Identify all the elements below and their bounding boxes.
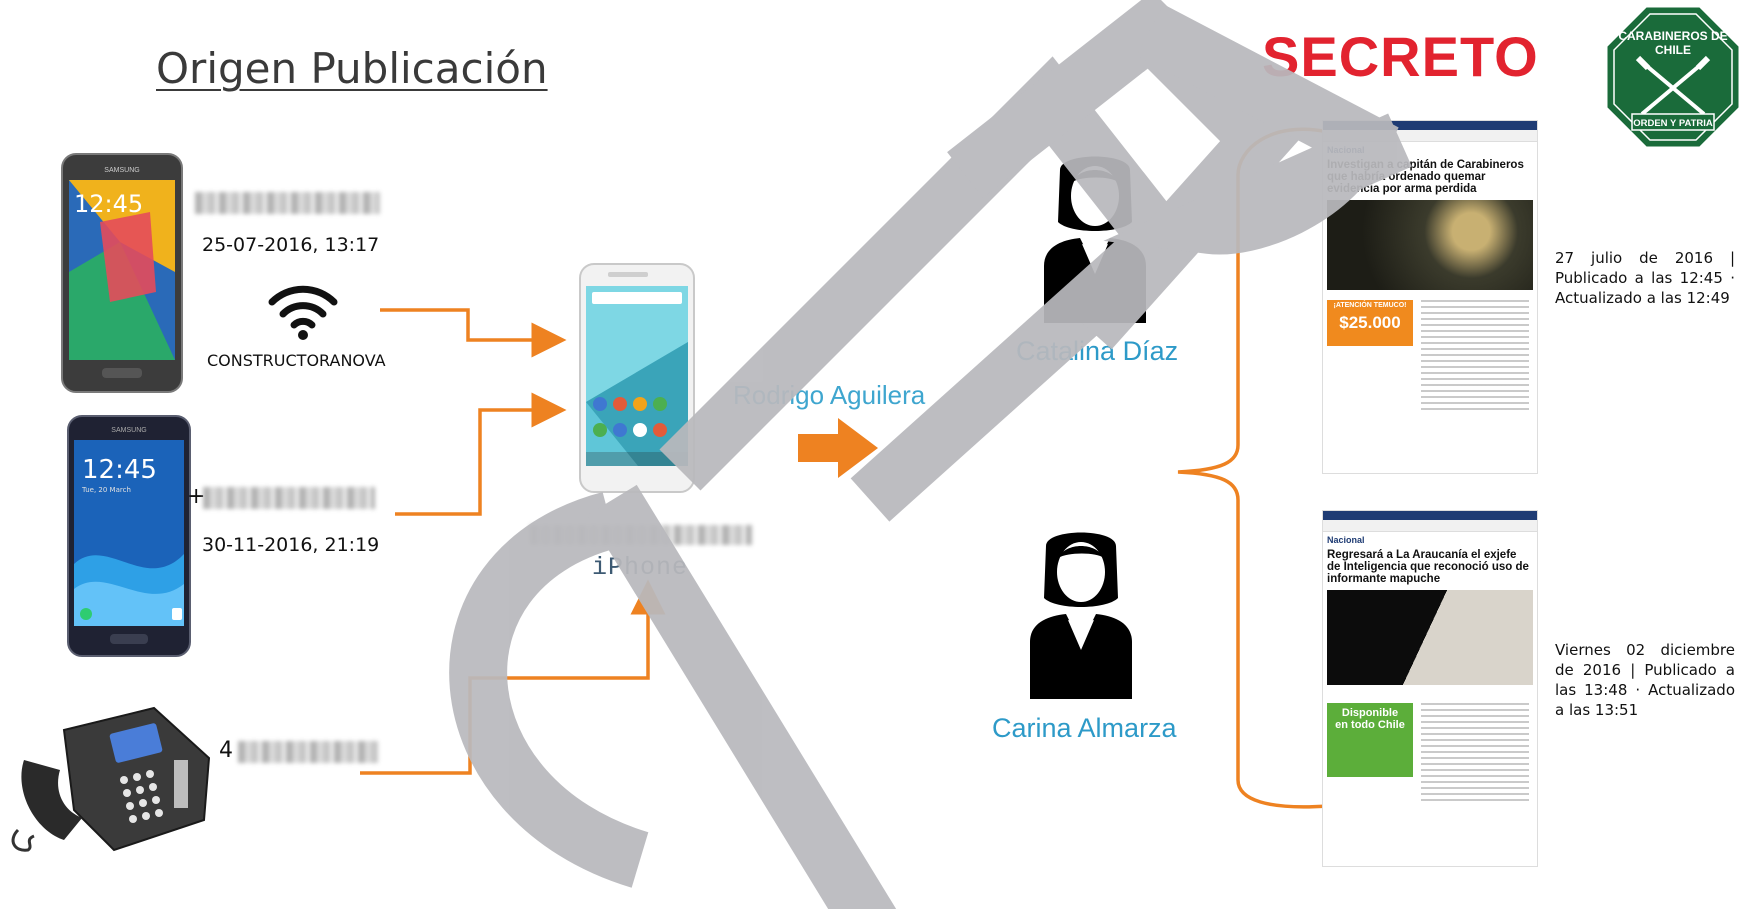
article1-promo-price: $25.000 [1339,313,1401,332]
logo-ribbon: ORDEN Y PATRIA [1633,118,1713,129]
logo-text-2: CHILE [1655,43,1691,57]
logo-text-1: CARABINEROS DE [1618,29,1727,43]
wifi-icon [268,285,338,340]
target-phone [579,263,695,493]
arrow-source1-to-target [380,308,567,358]
arrow-source2-to-target [395,392,567,516]
phone-clock: 12:45 [74,190,143,218]
samsung-phone-2: 12:45 Tue, 20 March SAMSUNG [67,415,191,657]
source1-date: 25-07-2016, 13:17 [202,234,380,256]
news-article-1: Nacional Investigan a capitán de Carabin… [1322,120,1538,474]
page-title: Origen Publicación [156,44,548,93]
desk-phone-icon [11,706,211,852]
news-article-2: Nacional Regresará a La Araucanía el exj… [1322,510,1538,867]
redacted-number-3 [238,741,378,763]
samsung-phone-1: 12:45 SAMSUNG [61,153,183,393]
phone2-date: Tue, 20 March [81,486,131,494]
phone-brand: SAMSUNG [104,167,139,174]
phone2-brand: SAMSUNG [111,427,146,434]
source2-date: 30-11-2016, 21:19 [202,534,380,556]
article1-photo [1327,200,1533,290]
phone2-clock: 12:45 [82,455,157,485]
article2-note: Viernes 02 diciembre de 2016 | Publicado… [1555,641,1735,719]
redacted-number-1 [195,192,380,214]
article2-section: Nacional [1327,535,1365,545]
article2-promo-line2: en todo Chile [1335,719,1405,731]
source2-prefix: + [187,484,206,509]
person-name-carina: Carina Almarza [992,713,1177,743]
redacted-number-2 [203,487,375,509]
person-icon-carina [1030,532,1132,699]
article2-headline: Regresará a La Araucanía el exjefe de In… [1327,549,1529,585]
forward-block-arrow [798,418,878,478]
article1-note: 27 julio de 2016 | Publicado a las 12:45… [1555,249,1735,307]
network-name: CONSTRUCTORANOVA [207,351,386,370]
carabineros-logo: CARABINEROS DE CHILE ORDEN Y PATRIA [1604,4,1742,150]
article1-promo-title: ¡ATENCIÓN TEMUCO! [1333,302,1407,309]
article2-photo [1327,590,1533,685]
secret-stamp: SECRETO [1262,25,1539,88]
article2-promo-line1: Disponible [1341,707,1399,719]
source3-prefix: 4 [219,738,233,763]
